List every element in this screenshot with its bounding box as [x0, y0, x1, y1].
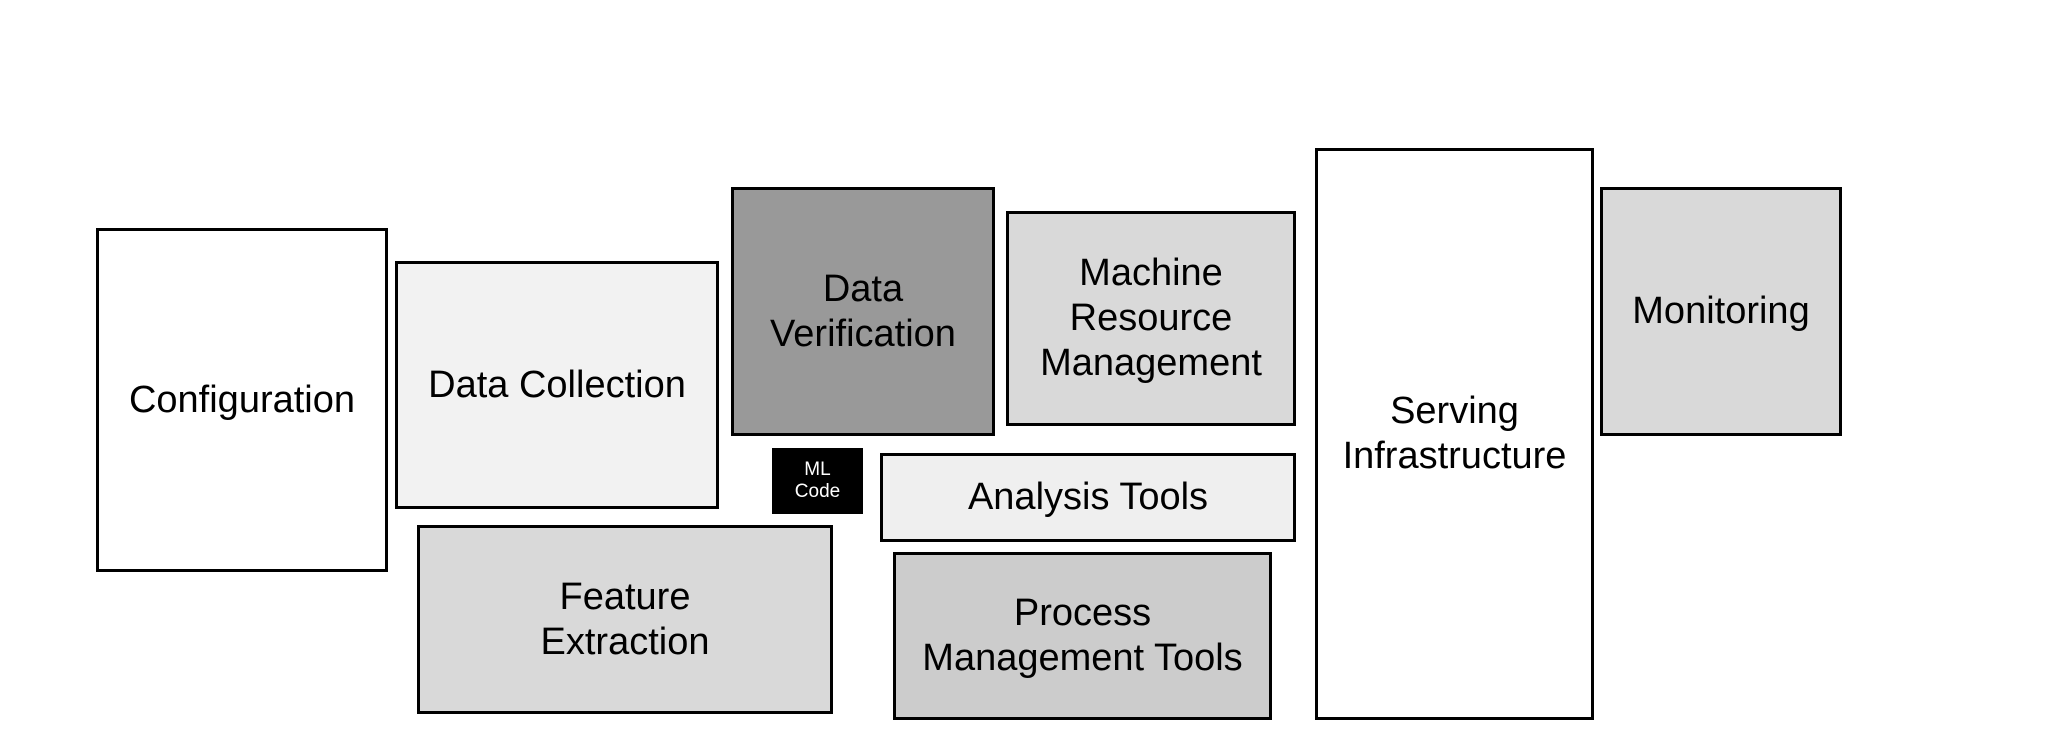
process-management-tools-box: Process Management Tools [893, 552, 1272, 720]
feature-extraction-label: Feature Extraction [540, 575, 710, 663]
data-collection-label: Data Collection [428, 363, 686, 406]
analysis-tools-label: Analysis Tools [967, 476, 1209, 519]
ml-code-box: ML Code [772, 448, 863, 514]
monitoring-box: Monitoring [1600, 187, 1842, 436]
analysis-tools-box: Analysis Tools [880, 453, 1296, 542]
machine-resource-management-label: Machine Resource Management [1040, 252, 1262, 384]
data-verification-box: Data Verification [731, 187, 995, 436]
data-verification-label: Data Verification [770, 267, 956, 355]
process-management-tools-label: Process Management Tools [922, 592, 1243, 679]
configuration-box: Configuration [96, 228, 388, 572]
configuration-label: Configuration [128, 378, 356, 421]
machine-resource-management-box: Machine Resource Management [1006, 211, 1296, 426]
serving-infrastructure-box: Serving Infrastructure [1315, 148, 1594, 720]
monitoring-label: Monitoring [1632, 290, 1810, 333]
feature-extraction-box: Feature Extraction [417, 525, 833, 714]
ml-code-label: ML Code [794, 459, 841, 502]
data-collection-box: Data Collection [395, 261, 719, 509]
serving-infrastructure-label: Serving Infrastructure [1342, 390, 1567, 477]
